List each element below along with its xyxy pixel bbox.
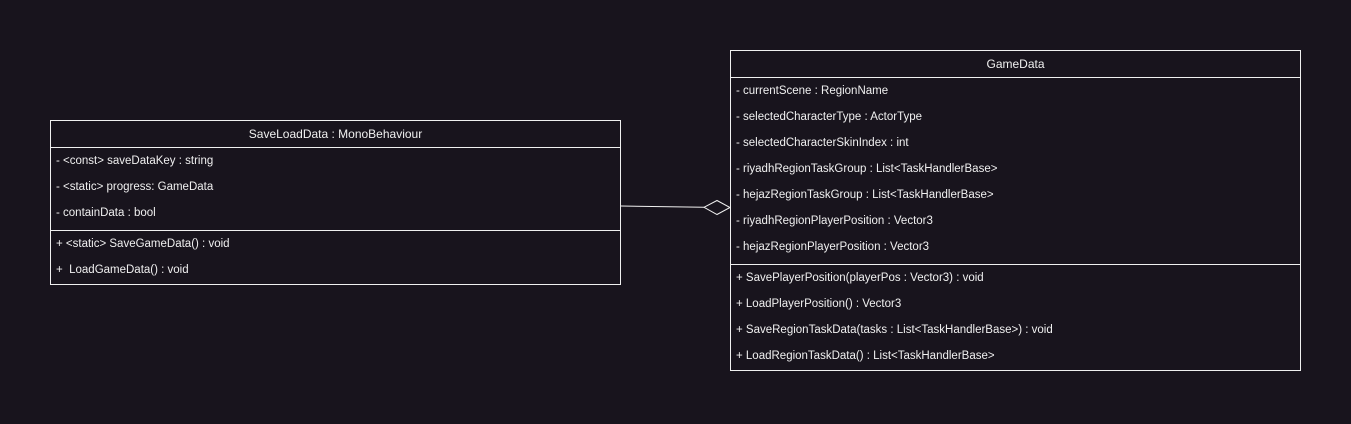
method-row[interactable]: + SaveRegionTaskData(tasks : List<TaskHa… (736, 324, 1053, 336)
attribute-row[interactable]: - hejazRegionPlayerPosition : Vector3 (736, 241, 930, 253)
aggregation-line (620, 205, 705, 208)
method-row[interactable]: + LoadRegionTaskData() : List<TaskHandle… (736, 350, 995, 362)
attribute-row[interactable]: - selectedCharacterSkinIndex : int (736, 137, 909, 149)
method-row[interactable]: + LoadPlayerPosition() : Vector3 (736, 298, 902, 310)
attributes-section: - <const> saveDataKey : string - <static… (51, 148, 620, 230)
methods-section: + SavePlayerPosition(playerPos : Vector3… (731, 264, 1300, 369)
attribute-row[interactable]: - riyadhRegionPlayerPosition : Vector3 (736, 215, 933, 227)
method-row[interactable]: + SavePlayerPosition(playerPos : Vector3… (736, 272, 984, 284)
class-title: SaveLoadData : MonoBehaviour (51, 121, 620, 148)
methods-section: + <static> SaveGameData() : void + LoadG… (51, 230, 620, 283)
attribute-row[interactable]: - hejazRegionTaskGroup : List<TaskHandle… (736, 189, 994, 201)
class-saveloaddata[interactable]: SaveLoadData : MonoBehaviour - <const> s… (50, 120, 621, 285)
attribute-row[interactable]: - selectedCharacterType : ActorType (736, 111, 923, 123)
method-row[interactable]: + <static> SaveGameData() : void (56, 238, 230, 250)
attribute-row[interactable]: - currentScene : RegionName (736, 85, 889, 97)
class-gamedata[interactable]: GameData - currentScene : RegionName - s… (730, 50, 1301, 371)
attribute-row[interactable]: - <static> progress: GameData (56, 181, 214, 193)
attributes-section: - currentScene : RegionName - selectedCh… (731, 78, 1300, 264)
class-title: GameData (731, 51, 1300, 78)
attribute-row[interactable]: - riyadhRegionTaskGroup : List<TaskHandl… (736, 163, 998, 175)
attribute-row[interactable]: - <const> saveDataKey : string (56, 155, 214, 167)
method-row[interactable]: + LoadGameData() : void (56, 264, 189, 276)
aggregation-diamond (702, 199, 732, 216)
attribute-row[interactable]: - containData : bool (56, 207, 156, 219)
